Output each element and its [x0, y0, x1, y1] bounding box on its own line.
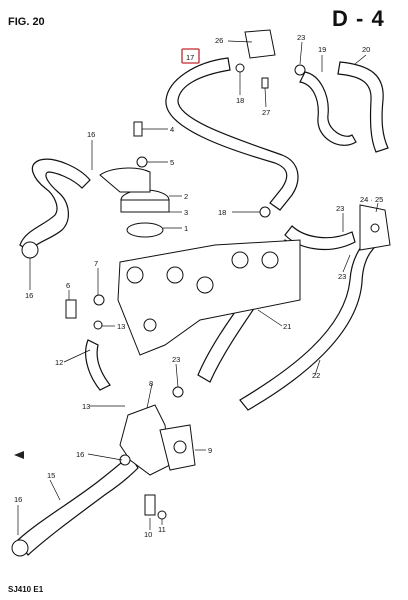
- callout-9: 9: [208, 446, 212, 455]
- callout-15: 15: [47, 471, 55, 480]
- callout-16: 16: [76, 450, 84, 459]
- thermostat-cap: [99, 167, 151, 193]
- hose-17: [165, 57, 299, 211]
- clamp-23d: [172, 386, 184, 398]
- callout-5: 5: [170, 158, 174, 167]
- bolt-10: [144, 494, 156, 516]
- clamp-13: [93, 320, 103, 330]
- manifold-port: [261, 251, 279, 269]
- thermostat-gasket: [126, 222, 164, 238]
- callout-4: 4: [170, 125, 174, 134]
- nipple-27: [261, 77, 269, 89]
- callout-22: 22: [312, 371, 320, 380]
- callout-2: 2: [184, 192, 188, 201]
- callout-23: 23: [172, 355, 180, 364]
- manifold-port: [166, 266, 184, 284]
- pump-body: [120, 199, 170, 213]
- washer-11: [157, 510, 167, 520]
- water-outlet-pipe: [119, 404, 171, 476]
- callout-17: 17: [186, 53, 194, 62]
- callout-13: 13: [82, 402, 90, 411]
- clamp-16b: [21, 241, 39, 259]
- callout-18: 18: [218, 208, 226, 217]
- callout-23: 23: [297, 33, 305, 42]
- callout-27: 27: [262, 108, 270, 117]
- sensor-6: [65, 299, 77, 319]
- callout-23: 23: [336, 204, 344, 213]
- callout-1: 1: [184, 224, 188, 233]
- union-26: [244, 29, 276, 59]
- callout-21: 21: [283, 322, 291, 331]
- figure-number: FIG. 20: [8, 16, 45, 28]
- intake-manifold: [117, 239, 301, 356]
- washer-5: [136, 156, 148, 168]
- bolt-4: [133, 121, 143, 137]
- leader-lines: [17, 40, 379, 535]
- callout-26: 26: [215, 36, 223, 45]
- callout-23: 23: [338, 272, 346, 281]
- manifold-port: [196, 276, 214, 294]
- callout-24-25: 24 · 25: [360, 195, 383, 204]
- callout-18: 18: [236, 96, 244, 105]
- flange-bore: [173, 440, 187, 454]
- callout-3: 3: [184, 208, 188, 217]
- callout-16: 16: [25, 291, 33, 300]
- callout-13: 13: [117, 322, 125, 331]
- section-code: D - 4: [332, 6, 385, 31]
- callout-7: 7: [94, 259, 98, 268]
- callout-10: 10: [144, 530, 152, 539]
- callout-16: 16: [87, 130, 95, 139]
- callout-12: 12: [55, 358, 63, 367]
- callout-19: 19: [318, 45, 326, 54]
- clamp-18b: [259, 206, 271, 218]
- front-arrow-icon: [14, 451, 24, 459]
- clamp-18: [235, 63, 245, 73]
- gasket-7: [93, 294, 105, 306]
- clamp-23: [294, 64, 306, 76]
- model-code: SJ410 E1: [8, 585, 44, 594]
- fitting-bore: [370, 223, 380, 233]
- callout-11: 11: [158, 525, 166, 534]
- manifold-port: [231, 251, 249, 269]
- callout-8: 8: [149, 379, 153, 388]
- hose-15: [17, 454, 139, 556]
- manifold-port: [143, 318, 157, 332]
- clamp-16d: [11, 539, 29, 557]
- hose-12: [85, 339, 111, 391]
- callout-16: 16: [14, 495, 22, 504]
- callout-17-highlight: [181, 48, 200, 64]
- heater-hose: [284, 225, 356, 250]
- callout-6: 6: [66, 281, 70, 290]
- hose-16: [19, 158, 91, 253]
- callout-labels: 17 26 23 19 20 18 27 4 16 5 2 3 1 18 24 …: [14, 33, 383, 539]
- callout-20: 20: [362, 45, 370, 54]
- manifold-port: [126, 266, 144, 284]
- hose-20: [337, 61, 389, 153]
- hose-19: [299, 71, 357, 146]
